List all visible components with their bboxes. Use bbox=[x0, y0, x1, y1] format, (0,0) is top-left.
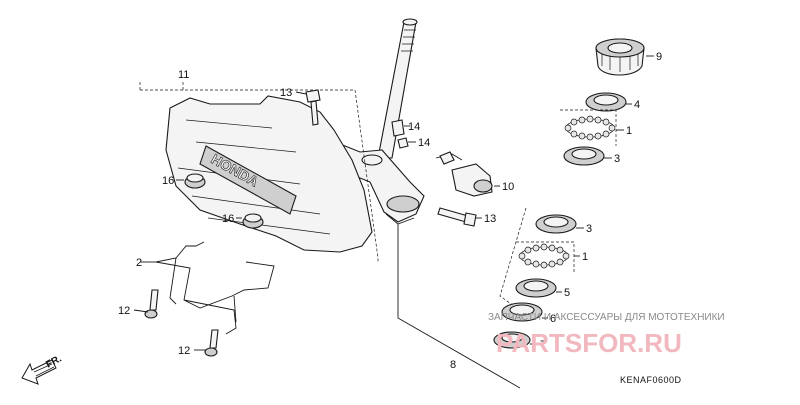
callout-13-right: 13 bbox=[484, 213, 496, 225]
lower-steel-balls bbox=[516, 241, 575, 272]
bolt-14-lower bbox=[397, 137, 409, 149]
watermark: ЗАПЧАСТИ И АКСЕССУАРЫ ДЛЯ МОТОТЕХНИКИ PA… bbox=[488, 312, 725, 358]
top-cover: HONDA bbox=[139, 82, 379, 262]
lower-race-lower bbox=[515, 278, 557, 298]
stem-leader-line bbox=[397, 224, 521, 389]
upper-steel-balls bbox=[560, 109, 617, 146]
front-direction-marker: FR. bbox=[21, 353, 64, 385]
callout-5: 5 bbox=[564, 287, 570, 299]
bolt-12-upper bbox=[144, 289, 159, 319]
bolt-13-right bbox=[437, 207, 477, 227]
rubber-grommet-lower bbox=[242, 213, 264, 229]
callout-numbers: 9 4 1 3 10 13 3 1 5 6 7 8 11 13 14 14 16… bbox=[118, 51, 662, 371]
bolt-13-top bbox=[305, 89, 321, 126]
callout-13-top: 13 bbox=[280, 87, 292, 99]
front-marker-text: FR. bbox=[44, 353, 64, 370]
steering-stem-nut bbox=[595, 38, 645, 76]
wire-bracket bbox=[155, 241, 275, 335]
callout-1-lower: 1 bbox=[582, 251, 588, 263]
callout-16-b: 16 bbox=[222, 213, 234, 225]
callout-12-a: 12 bbox=[118, 305, 130, 317]
callout-10: 10 bbox=[502, 181, 514, 193]
callout-3-upper: 3 bbox=[614, 153, 620, 165]
callout-2: 2 bbox=[136, 257, 142, 269]
callout-12-b: 12 bbox=[178, 345, 190, 357]
diagram-code: KENAF0600D bbox=[620, 375, 682, 385]
callout-16-a: 16 bbox=[162, 175, 174, 187]
watermark-tagline: ЗАПЧАСТИ И АКСЕССУАРЫ ДЛЯ МОТОТЕХНИКИ bbox=[488, 312, 725, 323]
lower-washer bbox=[493, 331, 531, 349]
bolt-12-lower bbox=[204, 329, 219, 357]
callout-9: 9 bbox=[656, 51, 662, 63]
callout-1-upper: 1 bbox=[626, 125, 632, 137]
callout-7: 7 bbox=[540, 339, 546, 351]
upper-race bbox=[563, 146, 605, 166]
watermark-logo: PARTSFOR.RU bbox=[496, 328, 682, 358]
callout-4: 4 bbox=[634, 99, 640, 111]
callout-11: 11 bbox=[178, 69, 189, 81]
rubber-grommet-upper bbox=[184, 173, 206, 189]
callout-3-lower: 3 bbox=[586, 223, 592, 235]
callout-14-b: 14 bbox=[418, 137, 430, 149]
handlebar-holder bbox=[435, 151, 493, 197]
lower-race-upper bbox=[535, 214, 577, 234]
lower-dust-seal bbox=[501, 302, 543, 322]
lower-bearing-bracket bbox=[499, 207, 527, 307]
leader-lines bbox=[133, 55, 654, 351]
bolt-14-upper bbox=[391, 119, 405, 137]
callout-8: 8 bbox=[450, 359, 456, 371]
upper-dust-seal bbox=[585, 92, 627, 112]
callout-6: 6 bbox=[550, 313, 556, 325]
callout-14-a: 14 bbox=[408, 121, 420, 133]
